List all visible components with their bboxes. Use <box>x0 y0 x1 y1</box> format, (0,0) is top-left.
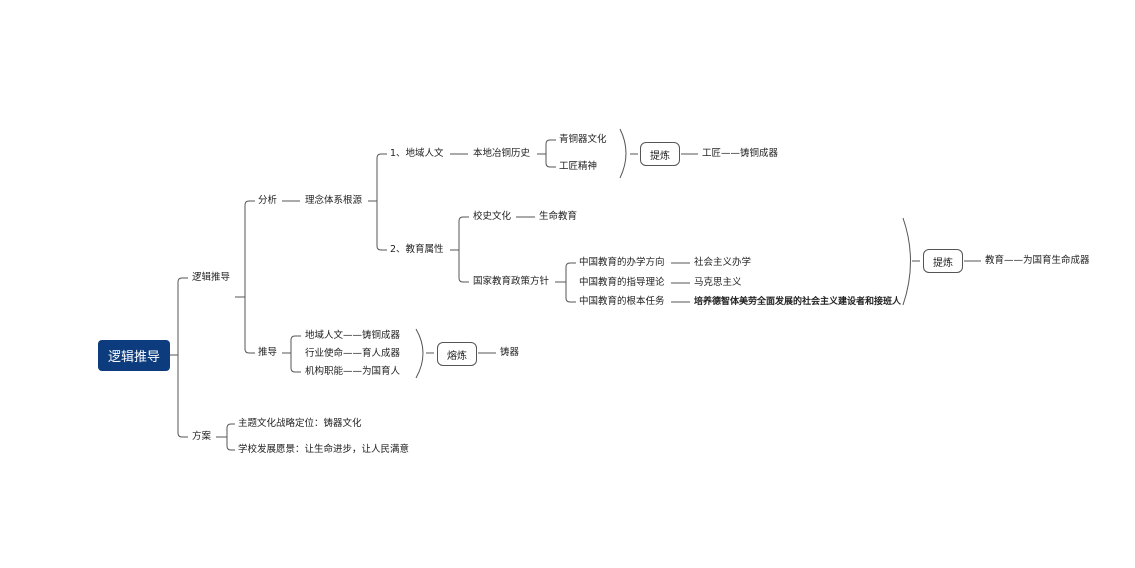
node-logic[interactable]: 逻辑推导 <box>192 272 231 283</box>
node-derivation[interactable]: 推导 <box>258 347 278 358</box>
node-life-education[interactable]: 生命教育 <box>539 211 578 222</box>
node-education[interactable]: 2、教育属性 <box>390 244 444 255</box>
node-policy-item[interactable]: 中国教育的根本任务 <box>579 296 665 307</box>
refine-label: 提炼 <box>933 257 953 269</box>
node-policy-value[interactable]: 马克思主义 <box>694 277 742 288</box>
node-regional-result[interactable]: 工匠——铸铜成器 <box>702 148 779 159</box>
node-craftsman[interactable]: 工匠精神 <box>559 161 598 172</box>
node-plan-item[interactable]: 学校发展愿景：让生命进步，让人民满意 <box>238 444 410 455</box>
node-school-history[interactable]: 校史文化 <box>473 211 512 222</box>
root-label: 逻辑推导 <box>107 350 160 365</box>
node-bronze[interactable]: 青铜器文化 <box>559 134 607 145</box>
node-derivation-item[interactable]: 地域人文——铸铜成器 <box>305 330 401 341</box>
smelt-box[interactable]: 熔炼 <box>437 342 477 366</box>
node-policy-item[interactable]: 中国教育的办学方向 <box>579 257 665 268</box>
node-policy-value[interactable]: 社会主义办学 <box>694 257 752 268</box>
node-analysis[interactable]: 分析 <box>258 195 278 206</box>
refine-box-1[interactable]: 提炼 <box>640 142 680 166</box>
node-plan-item[interactable]: 主题文化战略定位：铸器文化 <box>238 418 362 429</box>
node-plan[interactable]: 方案 <box>192 431 212 442</box>
node-source[interactable]: 理念体系根源 <box>305 195 363 206</box>
node-derivation-item[interactable]: 行业使命——育人成器 <box>305 348 401 359</box>
node-policy-item[interactable]: 中国教育的指导理论 <box>579 277 665 288</box>
refine-label: 提炼 <box>650 150 670 162</box>
node-policy[interactable]: 国家教育政策方针 <box>473 276 550 287</box>
node-regional[interactable]: 1、地域人文 <box>390 148 444 159</box>
node-history[interactable]: 本地冶铜历史 <box>473 148 531 159</box>
refine-box-2[interactable]: 提炼 <box>923 249 963 273</box>
node-derivation-item[interactable]: 机构职能——为国育人 <box>305 366 401 377</box>
root-node[interactable]: 逻辑推导 <box>98 340 170 371</box>
node-policy-value[interactable]: 培养德智体美劳全面发展的社会主义建设者和接班人 <box>694 297 902 307</box>
node-derivation-result[interactable]: 铸器 <box>500 347 520 358</box>
node-education-result[interactable]: 教育——为国育生命成器 <box>985 255 1090 266</box>
smelt-label: 熔炼 <box>447 350 467 362</box>
